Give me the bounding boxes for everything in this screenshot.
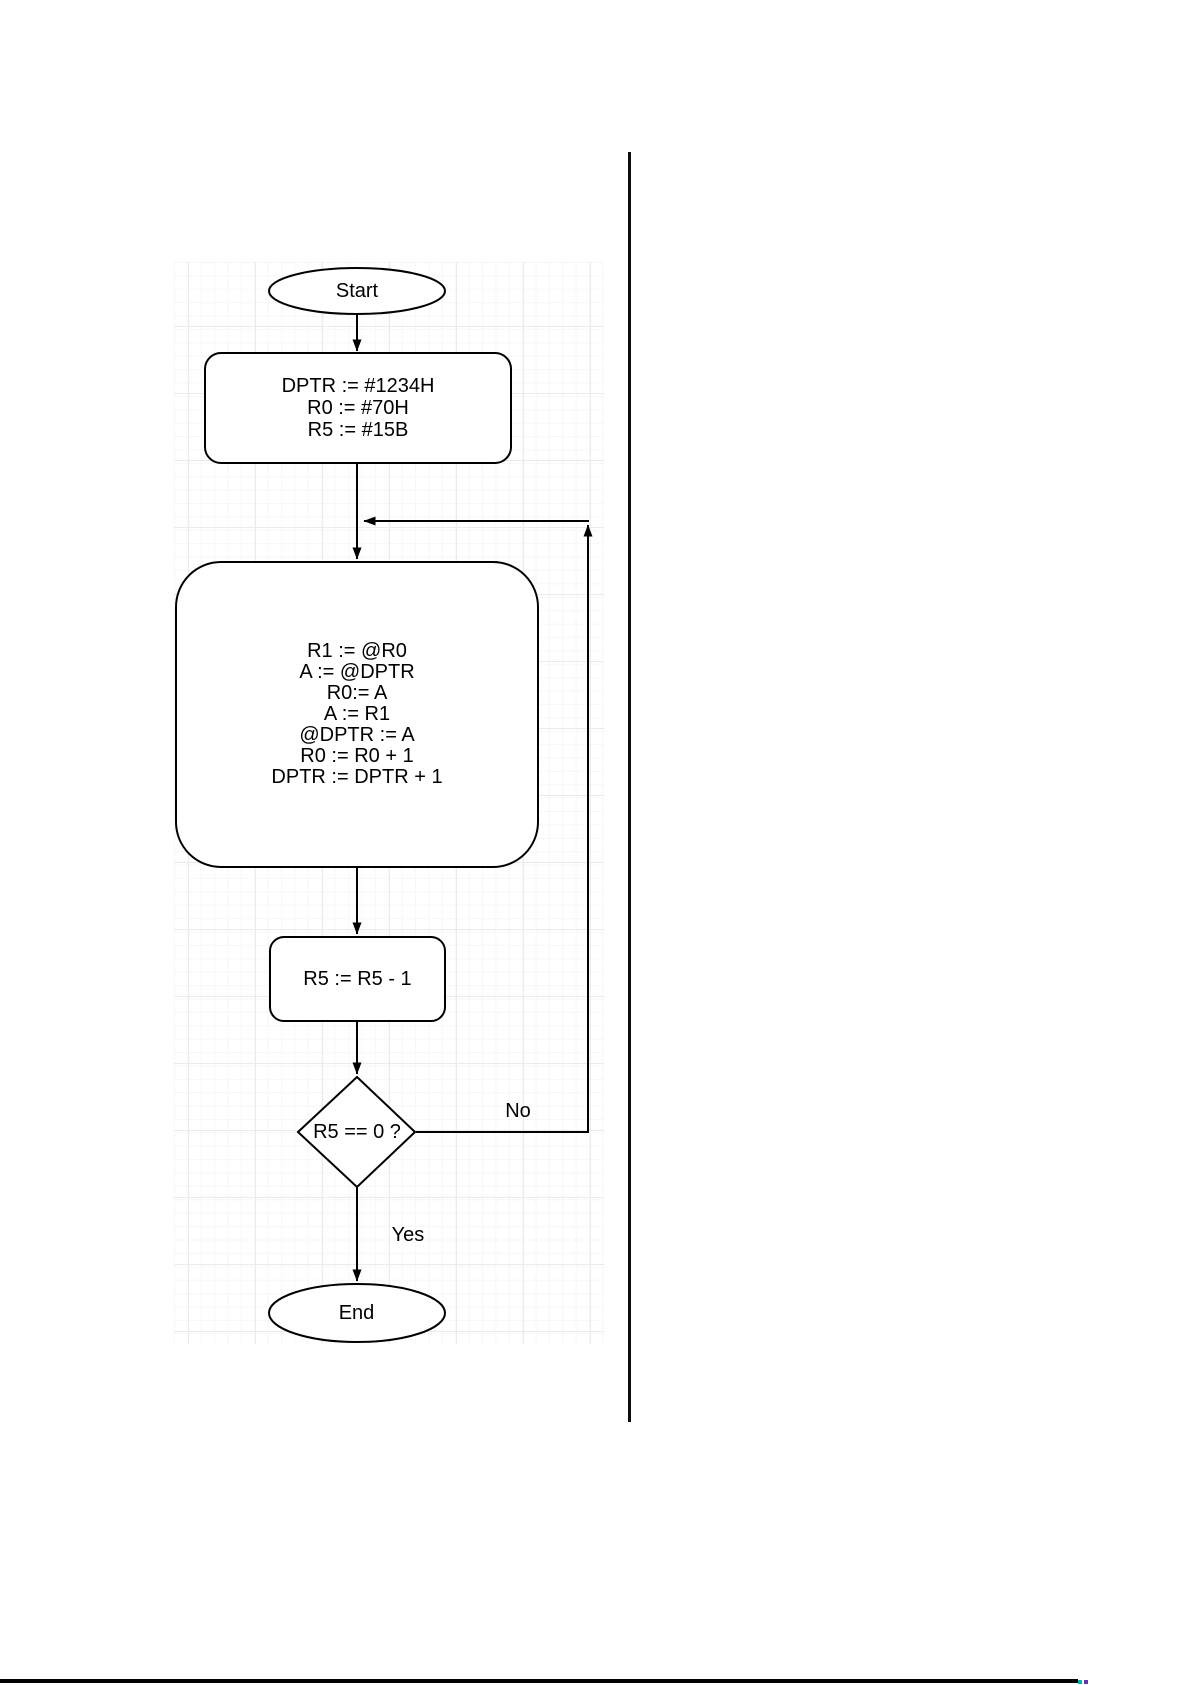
purple-pixel-artifact xyxy=(1084,1680,1088,1684)
decrement-node-text: R5 := R5 - 1 xyxy=(303,968,412,990)
start-node-label: Start xyxy=(335,280,379,302)
flowchart-edges xyxy=(352,314,593,1282)
decrement-process-shape xyxy=(269,936,446,1022)
decision-diamond-shape xyxy=(296,1075,417,1189)
flowchart-nodes xyxy=(175,267,539,1343)
end-node-label: End xyxy=(338,1302,375,1324)
end-terminator-shape xyxy=(268,1283,446,1343)
init-node-text: DPTR := #1234H R0 := #70H R5 := #15B xyxy=(281,375,435,441)
swap-node-text: R1 := @R0 A := @DPTR R0:= A A := R1 @DPT… xyxy=(271,640,443,788)
swap-process-shape xyxy=(175,561,539,868)
page-divider-line xyxy=(628,152,631,1422)
decision-node-label: R5 == 0 ? xyxy=(313,1121,401,1143)
edge-label-no: No xyxy=(505,1100,531,1122)
bottom-border-line xyxy=(0,1679,1078,1683)
init-process-shape xyxy=(204,352,512,464)
edge-label-yes: Yes xyxy=(391,1224,425,1246)
start-terminator-shape xyxy=(268,267,446,315)
teal-pixel-artifact xyxy=(1078,1680,1082,1684)
